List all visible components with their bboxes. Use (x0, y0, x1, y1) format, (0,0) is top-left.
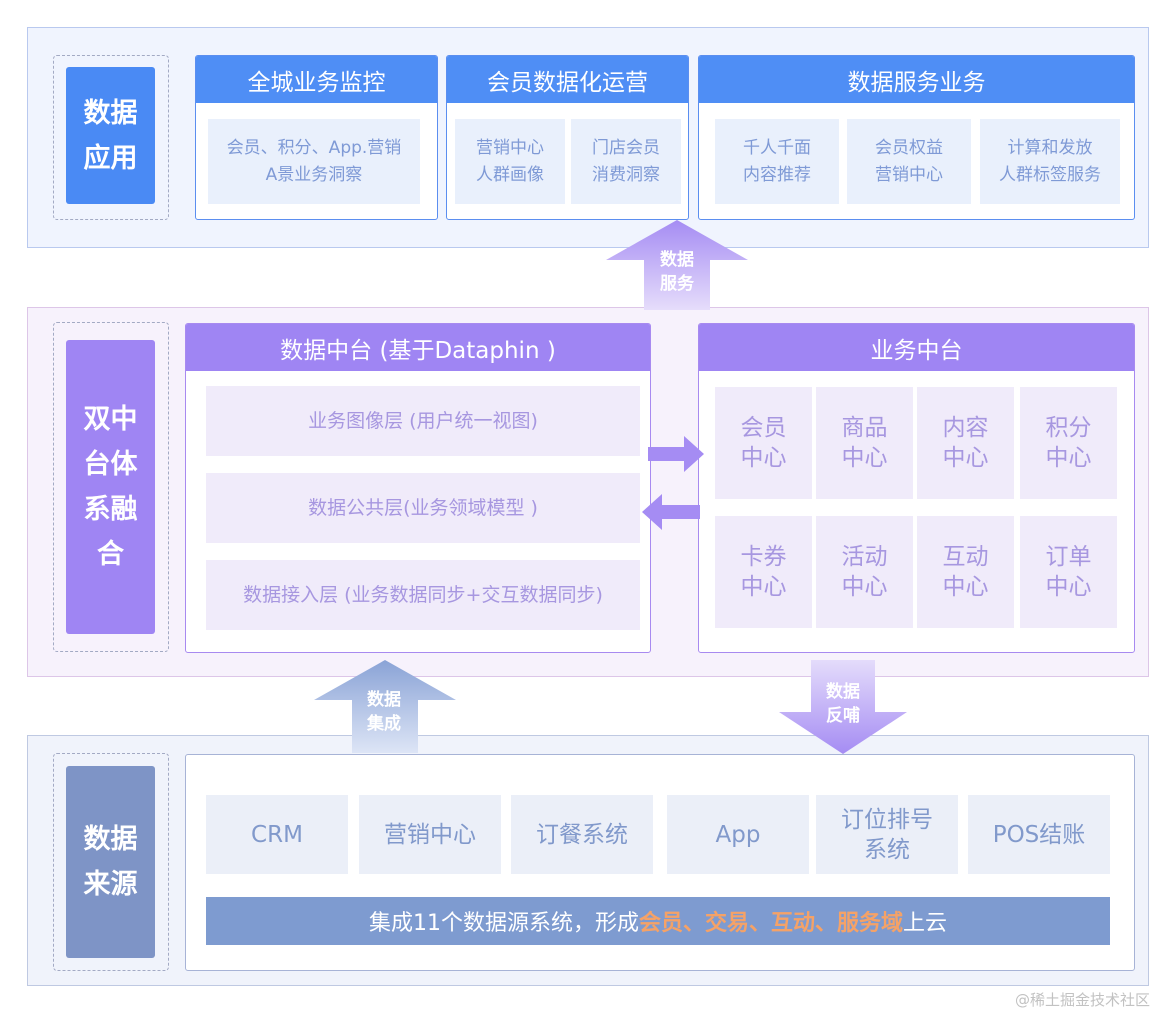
panel-member-data-ops: 会员数据化运营 营销中心 人群画像 门店会员 消费洞察 (446, 55, 689, 220)
banner-suffix: 上云 (903, 911, 948, 936)
source-system-cell: CRM (206, 795, 348, 874)
application-layer-label: 数据 应用 (66, 67, 155, 204)
data-integration-up-arrow-icon (314, 660, 456, 753)
panel-title: 业务中台 (699, 324, 1134, 371)
source-layer-label: 数据 来源 (66, 766, 155, 958)
panel-title: 数据中台 (基于Dataphin ) (186, 324, 650, 371)
panel-title: 全城业务监控 (196, 56, 437, 103)
source-system-cell: 订位排号 系统 (816, 795, 958, 874)
app-cell: 会员权益 营销中心 (847, 119, 971, 204)
panel-data-platform: 数据中台 (基于Dataphin ) 业务图像层 (用户统一视图) 数据公共层(… (185, 323, 651, 653)
arrow-left-icon (642, 494, 700, 530)
panel-data-service-business: 数据服务业务 千人千面 内容推荐 会员权益 营销中心 计算和发放 人群标签服务 (698, 55, 1135, 220)
data-service-label: 数据 服务 (660, 250, 694, 294)
watermark: @稀土掘金技术社区 (1014, 991, 1150, 1009)
data-service-up-arrow-icon (606, 220, 748, 310)
business-center-cell: 互动 中心 (917, 516, 1014, 628)
business-center-cell: 卡券 中心 (715, 516, 812, 628)
panel-business-platform: 业务中台 会员 中心 商品 中心 内容 中心 积分 中心 卡券 中心 活动 中心… (698, 323, 1135, 653)
business-center-cell: 内容 中心 (917, 387, 1014, 499)
business-center-cell: 订单 中心 (1020, 516, 1117, 628)
business-center-cell: 积分 中心 (1020, 387, 1117, 499)
panel-city-business-monitor: 全城业务监控 会员、积分、App.营销 A景业务洞察 (195, 55, 438, 220)
middle-layer-label: 双中 台体 系融 合 (66, 340, 155, 634)
app-cell: 会员、积分、App.营销 A景业务洞察 (208, 119, 420, 204)
integration-summary-banner: 集成11个数据源系统，形成会员、交易、互动、服务域上云 (206, 897, 1110, 945)
data-integration-label: 数据 集成 (367, 690, 401, 734)
business-center-cell: 会员 中心 (715, 387, 812, 499)
app-cell: 门店会员 消费洞察 (571, 119, 681, 204)
source-system-cell: POS结账 (968, 795, 1110, 874)
data-platform-layer-row: 数据公共层(业务领域模型 ) (206, 473, 640, 543)
panel-title: 会员数据化运营 (447, 56, 688, 103)
middle-side-frame (53, 322, 169, 652)
app-cell: 千人千面 内容推荐 (715, 119, 839, 204)
data-feedback-down-arrow-icon (779, 660, 907, 754)
banner-prefix: 集成11个数据源系统，形成 (368, 911, 639, 936)
source-side-frame (53, 753, 169, 971)
app-cell: 计算和发放 人群标签服务 (980, 119, 1120, 204)
source-system-cell: App (667, 795, 809, 874)
source-system-cell: 营销中心 (359, 795, 501, 874)
banner-highlight: 会员、交易、互动、服务域 (638, 911, 903, 936)
data-platform-layer-row: 数据接入层 (业务数据同步+交互数据同步) (206, 560, 640, 630)
arrow-right-icon (648, 436, 704, 472)
data-feedback-label: 数据 反哺 (826, 682, 860, 726)
business-center-cell: 商品 中心 (816, 387, 913, 499)
source-system-cell: 订餐系统 (511, 795, 653, 874)
app-cell: 营销中心 人群画像 (455, 119, 565, 204)
application-side-frame (53, 55, 169, 220)
panel-title: 数据服务业务 (699, 56, 1134, 103)
business-center-cell: 活动 中心 (816, 516, 913, 628)
data-platform-layer-row: 业务图像层 (用户统一视图) (206, 386, 640, 456)
